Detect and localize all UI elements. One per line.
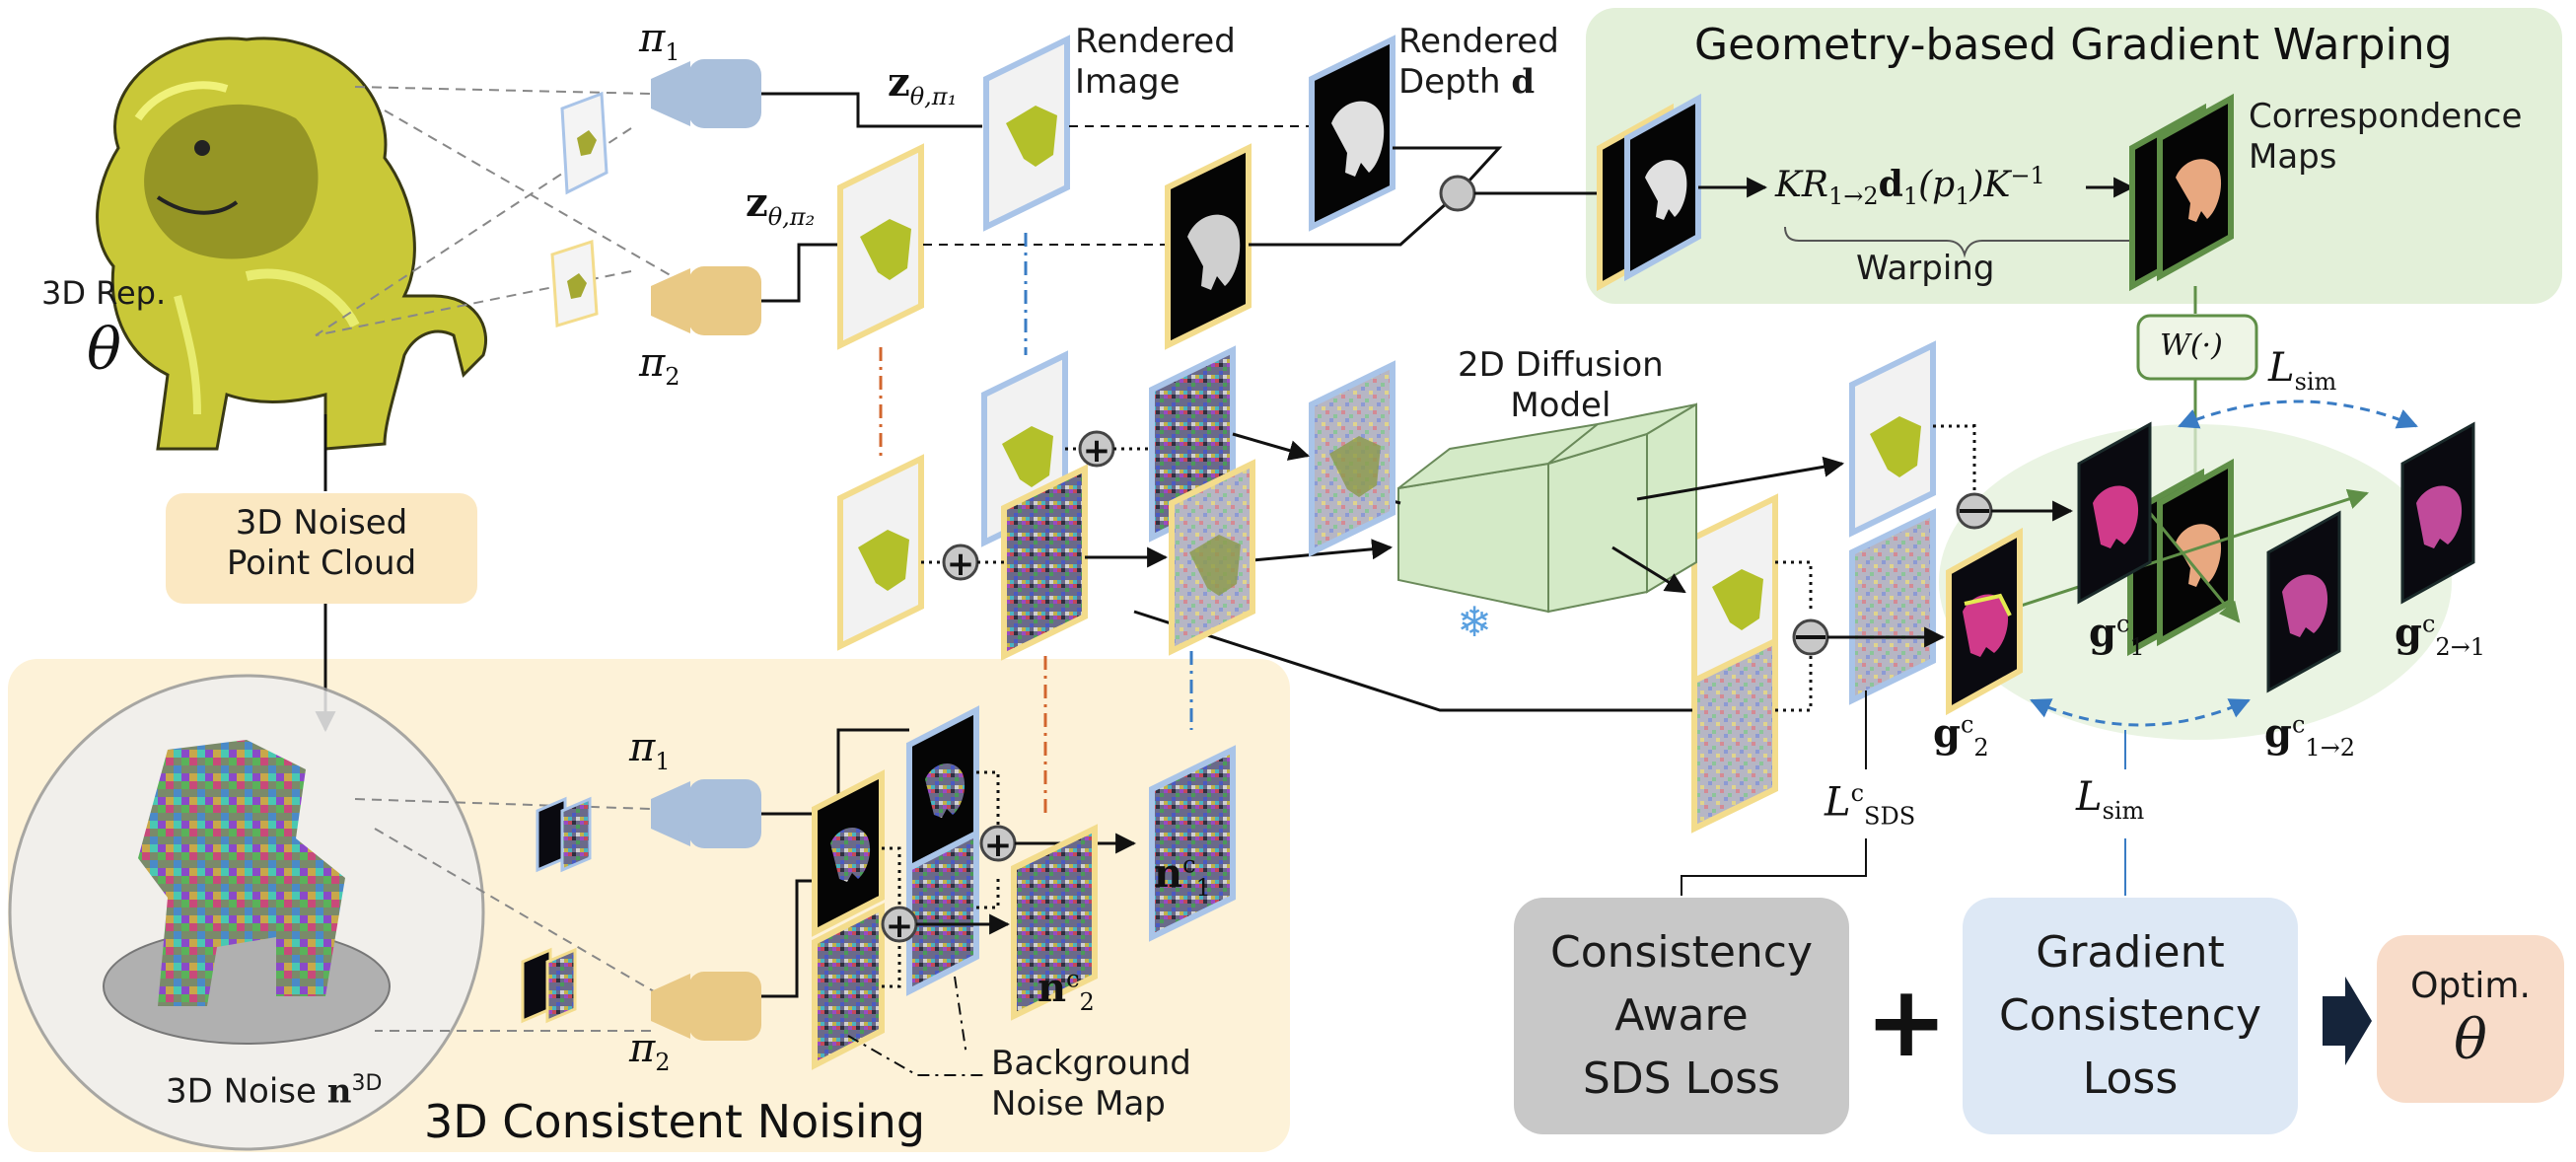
label-z-pi1: zθ,π₁ (888, 59, 958, 110)
optim-label: Optim. (2410, 965, 2531, 1006)
label-l-sim-top: Lsim (2268, 345, 2337, 396)
label-l-sim-bottom: Lsim (2076, 774, 2145, 825)
label-diffusion-model: 2D Diffusion Model (1458, 345, 1664, 425)
label-pi1-bottom: π1 (629, 725, 671, 775)
noised-point-cloud-label-box (166, 493, 477, 604)
label-pi1-top: π1 (639, 16, 680, 66)
label-theta-top: θ (87, 316, 121, 383)
noise-n2c (1011, 824, 1098, 1021)
snowflake-icon: ❄ (1457, 598, 1491, 646)
label-rendered-depth: Rendered Depth d (1398, 22, 1559, 102)
label-3d-rep: 3D Rep. (41, 274, 167, 312)
warp-operator-box (2136, 314, 2258, 381)
label-n2c: nc2 (1038, 965, 1095, 1016)
noised-render-pi1 (1849, 508, 1936, 705)
background-noise-pi2 (812, 903, 885, 1070)
camera-pi1-bottom (651, 779, 761, 848)
noise-pi2-upper (1001, 464, 1088, 661)
warp-formula: KR1→2d1(p1)K−1 (1775, 162, 2045, 211)
diffusion-model-shape (1397, 402, 1697, 614)
label-g12: gc1→2 (2264, 710, 2356, 762)
label-warping: Warping (1856, 249, 1995, 288)
label-pi2-top: π2 (639, 340, 680, 391)
camera-pi2-bottom (651, 972, 761, 1041)
optim-box: Optim. θ (2377, 935, 2564, 1103)
label-g21: gc2→1 (2395, 610, 2486, 661)
label-3d-noise: 3D Noise n3D (166, 1071, 383, 1112)
label-z-pi2: zθ,π₂ (746, 180, 816, 231)
label-g1c: gc1 (2089, 610, 2145, 661)
svg-text:+: + (947, 545, 975, 584)
svg-text:+: + (984, 826, 1013, 865)
background-noise-pi1 (906, 829, 979, 996)
svg-text:+: + (1083, 431, 1111, 471)
label-rendered-image: Rendered Image (1075, 22, 1236, 102)
camera-pi1-top (651, 59, 761, 128)
plus-sign: + (1865, 964, 1948, 1079)
gradient-consistency-loss-box: Gradient Consistency Loss (1963, 898, 2298, 1134)
noise-n1c (1149, 745, 1236, 942)
gradient-warping-title: Geometry-based Gradient Warping (1694, 20, 2453, 70)
optim-arrow-icon (2323, 977, 2372, 1065)
junction-node (1439, 175, 1476, 212)
label-g2c: gc2 (1933, 710, 1989, 762)
lion-3d-representation (96, 36, 488, 451)
label-pi2-bottom: π2 (629, 1026, 671, 1076)
noised-render-pi2 (1691, 636, 1778, 834)
svg-text:+: + (886, 907, 914, 946)
gradient-warping-panel (1586, 8, 2562, 304)
label-n1c: nc1 (1154, 850, 1211, 902)
label-w-operator: W(·) (2160, 328, 2223, 363)
camera-pi2-top (651, 266, 761, 335)
optim-theta: θ (2454, 1008, 2487, 1072)
label-background-noise: Background Noise Map (991, 1044, 1191, 1124)
label-correspondence-maps: Correspondence Maps (2249, 97, 2523, 177)
label-noised-point-cloud: 3D Noised Point Cloud (226, 503, 417, 583)
consistency-aware-sds-loss-box: Consistency Aware SDS Loss (1514, 898, 1849, 1134)
consistent-noising-title: 3D Consistent Noising (424, 1095, 926, 1148)
label-l-sds: LcSDS (1825, 779, 1916, 831)
voxel-lion (138, 740, 345, 1006)
